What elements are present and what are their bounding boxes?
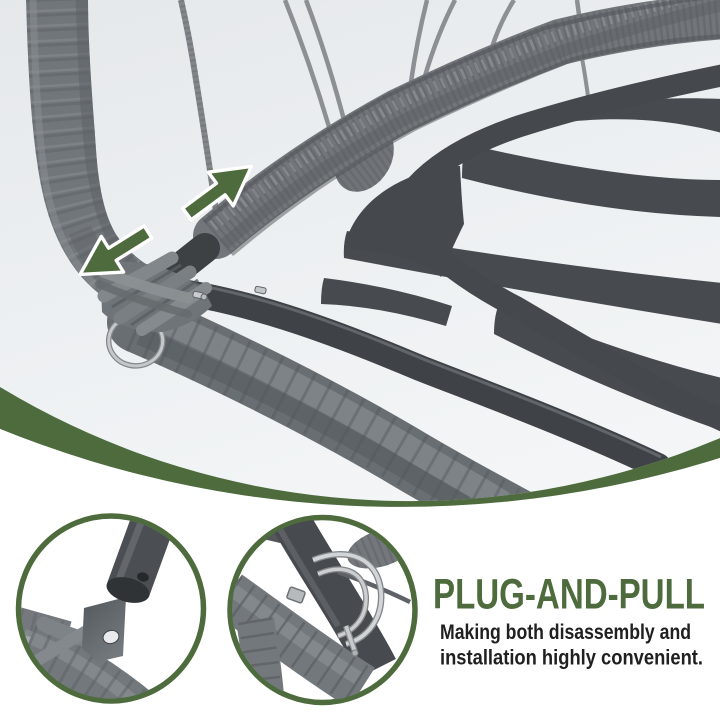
svg-text:installation highly convenient: installation highly convenient. [440,646,703,670]
svg-text:Making both disassembly and: Making both disassembly and [440,620,691,644]
svg-text:PLUG-AND-PULL: PLUG-AND-PULL [433,571,705,619]
